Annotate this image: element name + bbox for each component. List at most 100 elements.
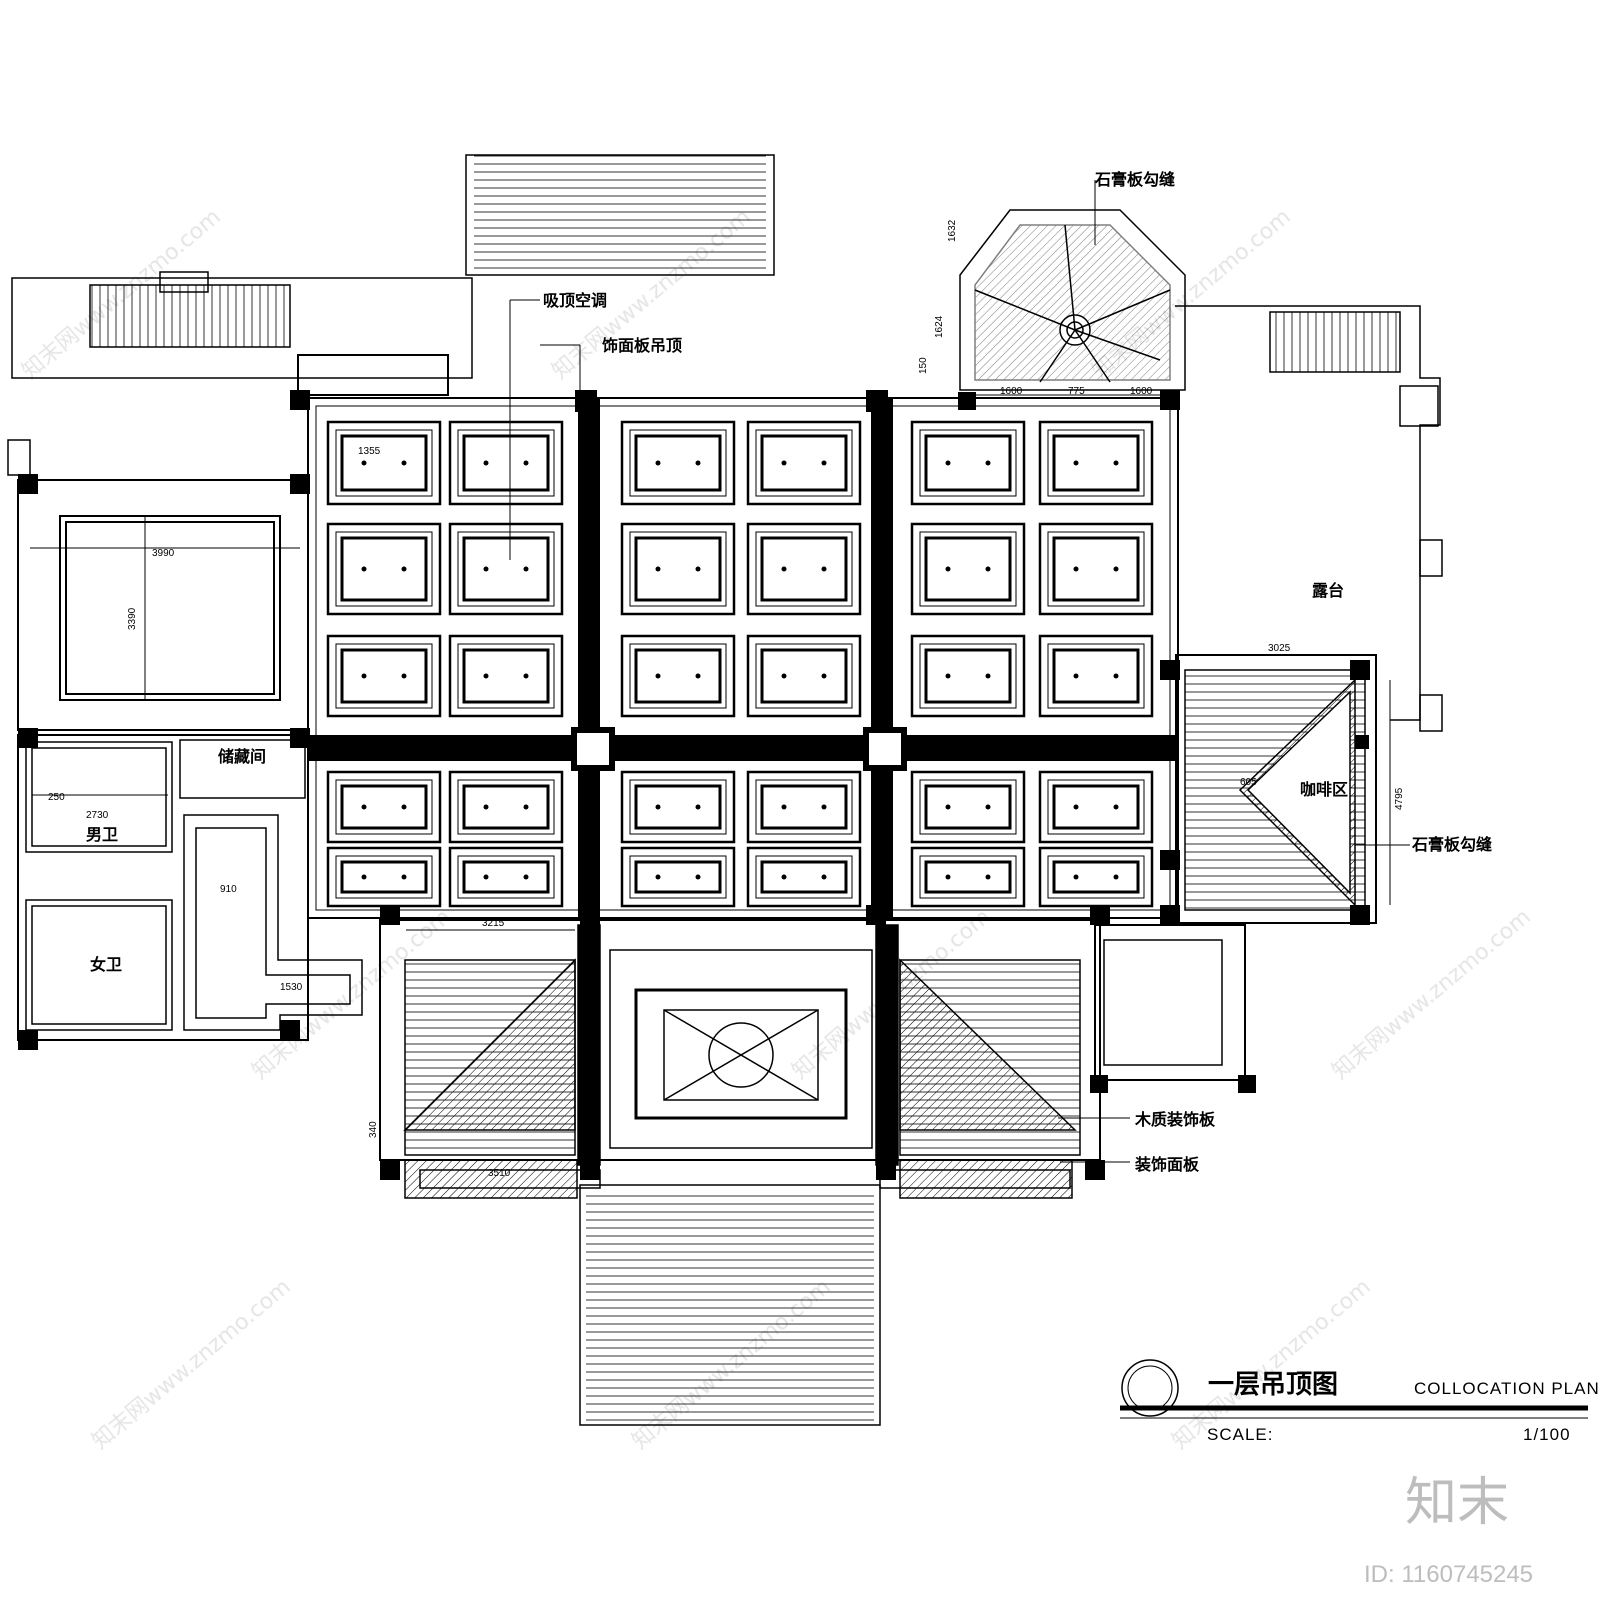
downlight-icon: [985, 874, 991, 880]
downlight-icon: [1113, 460, 1119, 466]
scale-value: 1/100: [1523, 1425, 1571, 1444]
coffer-frame: [462, 536, 550, 602]
downlight-icon: [985, 460, 991, 466]
coffer-frame: [340, 536, 428, 602]
downlight-icon: [655, 566, 661, 572]
downlight-icon: [985, 566, 991, 572]
coffer-frame: [335, 779, 433, 835]
coffer-frame: [335, 643, 433, 709]
downlight-icon: [695, 673, 701, 679]
coffer-frame: [340, 434, 428, 492]
label-gypsum-joint-right: 石膏板勾缝: [1411, 835, 1492, 854]
downlight-icon: [483, 804, 489, 810]
ceiling-beams: [308, 398, 1178, 918]
downlight-icon: [523, 460, 529, 466]
downlight-icon: [361, 566, 367, 572]
downlight-icon: [781, 874, 787, 880]
downlight-icon: [523, 673, 529, 679]
coffer-frame: [919, 531, 1017, 607]
downlight-icon: [695, 460, 701, 466]
label-cafe-area: 咖啡区: [1300, 780, 1348, 799]
coffer-frame: [1047, 855, 1145, 899]
coffer-frame: [634, 536, 722, 602]
downlight-icon: [401, 566, 407, 572]
downlight-icon: [655, 673, 661, 679]
dim-text: 1530: [280, 982, 303, 993]
coffer-frame: [924, 860, 1012, 894]
building-outline: [17, 354, 1377, 1161]
downlight-icon: [945, 804, 951, 810]
downlight-icon: [1113, 804, 1119, 810]
downlight-icon: [655, 804, 661, 810]
downlight-icon: [945, 566, 951, 572]
coffer-frame: [448, 522, 564, 616]
downlight-icon: [361, 874, 367, 880]
watermark-text: 知末网www.znzmo.com: [1328, 904, 1536, 1084]
downlight-icon: [523, 804, 529, 810]
coffer-frame: [1038, 420, 1154, 506]
downlight-icon: [655, 874, 661, 880]
coffer-frame: [462, 784, 550, 830]
cafe-ceiling: [1184, 669, 1366, 911]
coffer-frame: [448, 846, 564, 908]
coffer-frame: [620, 634, 736, 718]
downlight-icon: [401, 460, 407, 466]
coffer-frame: [1038, 634, 1154, 718]
downlight-icon: [821, 460, 827, 466]
coffer-frame: [629, 531, 727, 607]
coffer-frame: [760, 434, 848, 492]
coffer-frame: [1047, 779, 1145, 835]
downlight-icon: [695, 566, 701, 572]
coffer-frame: [340, 648, 428, 704]
coffer-frame: [462, 434, 550, 492]
coffer-frame: [924, 648, 1012, 704]
dim-text: 1600: [1000, 386, 1023, 397]
dim-text: 775: [1068, 386, 1085, 397]
downlight-icon: [1073, 804, 1079, 810]
coffer-frame: [910, 634, 1026, 718]
exterior-outline: [7, 154, 1443, 1426]
label-decor-panel: 装饰面板: [1134, 1155, 1200, 1174]
dim-text: 3215: [482, 918, 505, 929]
title-block: 一层吊顶图 COLLOCATION PLAN SCALE: 1/100: [1120, 1359, 1600, 1444]
dim-text: 1624: [934, 315, 945, 338]
downlight-icon: [361, 460, 367, 466]
left-wing: [25, 739, 1223, 1066]
coffer-frame: [910, 846, 1026, 908]
coffer-frame: [462, 860, 550, 894]
coffer-frame: [448, 634, 564, 718]
coffer-frame: [760, 860, 848, 894]
downlight-icon: [821, 673, 827, 679]
downlight-icon: [695, 804, 701, 810]
coffer-frame: [629, 855, 727, 899]
dim-text: 3025: [1268, 643, 1291, 654]
label-storage: 储藏间: [217, 747, 266, 766]
downlight-icon: [985, 673, 991, 679]
coffer-frame: [760, 648, 848, 704]
coffer-frame: [919, 643, 1017, 709]
label-mens-wc: 男卫: [86, 825, 118, 844]
octagon-gazebo: [959, 209, 1186, 391]
drawing-title-english: COLLOCATION PLAN: [1414, 1379, 1600, 1398]
coffer-frame: [755, 643, 853, 709]
downlight-icon: [361, 804, 367, 810]
downlight-icon: [401, 874, 407, 880]
coffer-frame: [620, 420, 736, 506]
coffer-frame: [1047, 531, 1145, 607]
coffer-frame: [629, 643, 727, 709]
coffer-panels: [326, 420, 1154, 908]
dim-text: 605: [1240, 777, 1257, 788]
coffer-frame: [1052, 648, 1140, 704]
scale-label: SCALE:: [1207, 1425, 1273, 1444]
label-ceiling-ac: 吸顶空调: [543, 291, 607, 310]
coffer-frame: [620, 770, 736, 844]
coffer-frame: [462, 648, 550, 704]
dim-text: 2730: [86, 810, 109, 821]
downlight-icon: [655, 460, 661, 466]
downlight-icon: [781, 460, 787, 466]
dim-text: 340: [368, 1121, 379, 1138]
coffer-frame: [326, 846, 442, 908]
coffer-frame: [634, 434, 722, 492]
coffer-frame: [448, 770, 564, 844]
